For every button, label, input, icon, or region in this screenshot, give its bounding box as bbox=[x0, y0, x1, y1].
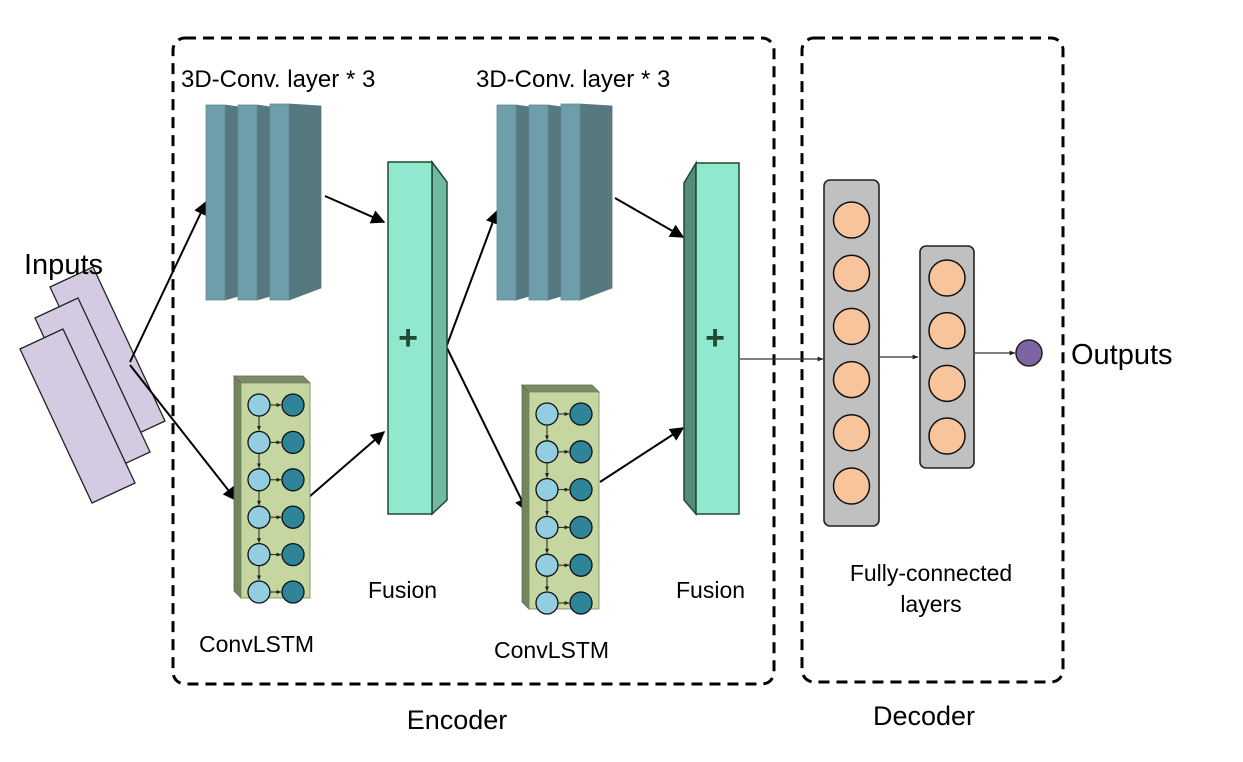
arrow-convlstm-1-to-fusion-1 bbox=[308, 431, 386, 498]
fc-label-line1: Fully-connected bbox=[850, 560, 1012, 586]
conv3d-slab-side bbox=[224, 104, 240, 301]
fc-node bbox=[832, 360, 871, 399]
fc-layer-1 bbox=[823, 179, 880, 527]
convlstm-hidden-node bbox=[247, 430, 271, 455]
connections bbox=[129, 195, 1016, 513]
convlstm-cell-node bbox=[281, 468, 305, 492]
fusion-block-2: + bbox=[683, 160, 740, 517]
fc-node bbox=[928, 311, 966, 350]
convlstm-hidden-node bbox=[247, 505, 271, 529]
arrow-fusion-1-to-convlstm-2 bbox=[446, 347, 528, 513]
convlstm-hidden-node bbox=[247, 580, 271, 604]
conv3d-slab-side bbox=[579, 103, 613, 301]
convlstm-hidden-node bbox=[535, 402, 559, 426]
convlstm-hidden-node bbox=[247, 468, 271, 492]
encoder-label: Encoder bbox=[407, 705, 508, 735]
convlstm-front-face bbox=[240, 382, 311, 599]
convlstm-cell-node bbox=[569, 477, 593, 502]
convlstm-hidden-node bbox=[535, 591, 559, 615]
convlstm-side-face bbox=[521, 384, 530, 610]
fc-node bbox=[832, 201, 871, 239]
convlstm-front-face bbox=[528, 391, 600, 610]
fc-label-line2: layers bbox=[900, 591, 961, 617]
convlstm-cell-node bbox=[569, 440, 593, 464]
input-frame bbox=[19, 328, 136, 504]
arrow-convlstm-2-to-fusion-2 bbox=[599, 427, 685, 483]
fusion-2-label: Fusion bbox=[676, 577, 745, 603]
fc-node bbox=[832, 414, 871, 452]
conv3d-slab-front bbox=[528, 104, 549, 301]
convlstm-top-face bbox=[233, 375, 311, 384]
outputs-label: Outputs bbox=[1071, 339, 1173, 371]
convlstm-top-face bbox=[521, 384, 600, 393]
inputs-label: Inputs bbox=[24, 249, 103, 281]
fusion-1-side bbox=[431, 159, 448, 516]
conv3d-slab-front bbox=[269, 103, 290, 301]
convlstm-hidden-node bbox=[535, 515, 559, 540]
conv3d-slab-front bbox=[205, 104, 226, 301]
conv3d-2-label: 3D-Conv. layer * 3 bbox=[476, 66, 670, 93]
conv3d-slab-side bbox=[256, 104, 272, 301]
convlstm-2-label: ConvLSTM bbox=[494, 637, 609, 663]
fusion-2-side bbox=[683, 160, 697, 517]
fc-layer-2 bbox=[919, 245, 975, 469]
convlstm-cell-node bbox=[281, 580, 305, 604]
convlstm-hidden-node bbox=[247, 542, 271, 567]
fc-layer-box bbox=[919, 245, 975, 469]
convlstm-hidden-node bbox=[247, 393, 271, 417]
arrow-conv3d-2-to-fusion-2 bbox=[614, 197, 685, 238]
fusion-1-plus: + bbox=[398, 319, 418, 357]
conv3d-block-1 bbox=[205, 103, 322, 301]
conv3d-slab-front bbox=[237, 104, 258, 301]
convlstm-1-label: ConvLSTM bbox=[199, 631, 314, 657]
fc-node bbox=[832, 307, 871, 346]
convlstm-hidden-node bbox=[535, 477, 559, 502]
fc-node bbox=[832, 254, 871, 292]
fusion-block-1: + bbox=[387, 159, 448, 516]
convlstm-block-2 bbox=[521, 384, 600, 615]
convlstm-cell-node bbox=[281, 505, 305, 529]
arrow-fusion-1-to-conv3d-2 bbox=[446, 209, 500, 346]
convlstm-cell-node bbox=[281, 430, 305, 455]
conv3d-slab-front bbox=[560, 103, 581, 301]
conv3d-slab-side bbox=[547, 104, 563, 301]
fc-node bbox=[928, 364, 966, 403]
arrow-inputs-to-convlstm-1 bbox=[129, 364, 237, 502]
conv3d-slab-side bbox=[515, 104, 531, 301]
fusion-1-front bbox=[387, 161, 433, 515]
fc-node bbox=[928, 417, 966, 455]
convlstm-cell-node bbox=[569, 402, 593, 426]
output-node bbox=[1015, 339, 1043, 367]
convlstm-hidden-node bbox=[535, 553, 559, 577]
conv3d-slab-side bbox=[288, 103, 322, 301]
conv3d-block-2 bbox=[496, 103, 613, 301]
convlstm-cell-node bbox=[569, 591, 593, 615]
encoder-frame bbox=[171, 36, 776, 686]
decoder-label: Decoder bbox=[873, 701, 975, 731]
convlstm-side-face bbox=[233, 375, 242, 599]
arrow-conv3d-1-to-fusion-1 bbox=[324, 195, 386, 224]
convlstm-cell-node bbox=[281, 393, 305, 417]
fc-node bbox=[832, 467, 871, 505]
fusion-2-plus: + bbox=[705, 319, 725, 357]
fusion-1-label: Fusion bbox=[368, 577, 437, 603]
conv3d-1-label: 3D-Conv. layer * 3 bbox=[181, 66, 375, 93]
convlstm-block-1 bbox=[233, 375, 311, 604]
convlstm-cell-node bbox=[569, 515, 593, 540]
decoder-frame bbox=[800, 36, 1065, 684]
arrow-inputs-to-conv3d-1 bbox=[129, 200, 207, 363]
conv3d-slab-front bbox=[496, 104, 517, 301]
convlstm-hidden-node bbox=[535, 440, 559, 464]
convlstm-cell-node bbox=[569, 553, 593, 577]
convlstm-cell-node bbox=[281, 542, 305, 567]
input-frames bbox=[19, 266, 166, 504]
fc-node bbox=[928, 259, 966, 297]
fusion-2-front bbox=[695, 162, 740, 515]
